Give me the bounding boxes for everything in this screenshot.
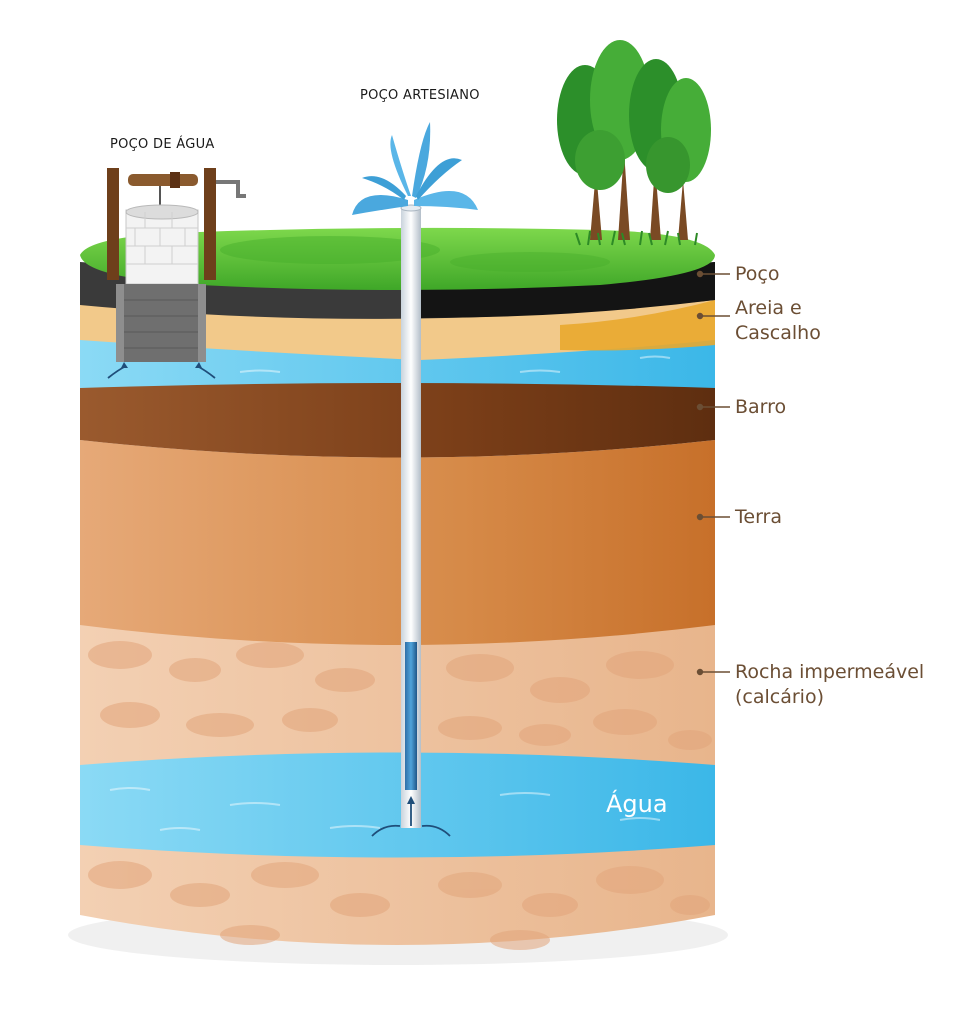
well-roller — [128, 174, 198, 186]
label-poco: Poço — [735, 262, 779, 287]
pipe-water-column — [405, 642, 417, 790]
well-post-right — [204, 168, 216, 280]
label-terra: Terra — [735, 505, 782, 530]
label-rocha-impermeavel: Rocha impermeável (calcário) — [735, 660, 924, 710]
leader-dot-terra — [698, 515, 703, 520]
label-barro: Barro — [735, 395, 786, 420]
label-agua: Água — [606, 790, 668, 818]
trees — [557, 40, 711, 245]
label-areia-cascalho: Areia e Cascalho — [735, 296, 821, 346]
leader-dot-poco — [698, 272, 703, 277]
water-fountain — [352, 122, 478, 215]
leader-dot-rocha — [698, 670, 703, 675]
caption-water-well: POÇO DE ÁGUA — [110, 137, 215, 152]
leader-dot-areia — [698, 314, 703, 319]
caption-artesian-well: POÇO ARTESIANO — [360, 88, 480, 103]
leader-dot-barro — [698, 405, 703, 410]
well-crank — [216, 182, 246, 196]
well-post-left — [107, 168, 119, 280]
well-brick-top — [126, 210, 198, 284]
